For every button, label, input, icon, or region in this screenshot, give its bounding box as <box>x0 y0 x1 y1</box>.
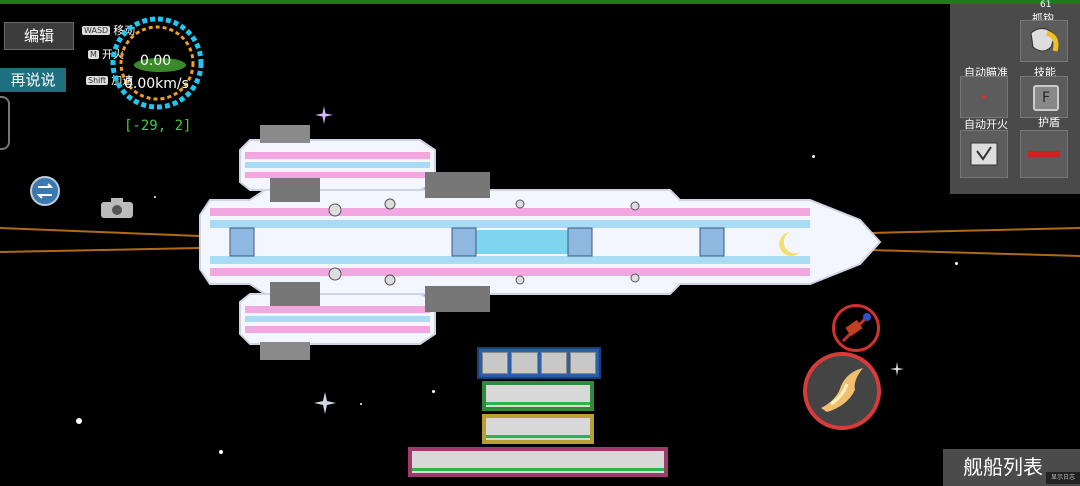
star <box>76 418 82 424</box>
weapon-hotbar[interactable] <box>477 347 601 379</box>
module-bar-yellow[interactable] <box>482 414 594 444</box>
module-bar-fill <box>412 451 664 473</box>
key-cap: Shift <box>86 75 109 85</box>
skill-button[interactable]: F <box>1020 76 1068 118</box>
star <box>219 450 223 454</box>
camera-icon[interactable] <box>100 198 134 218</box>
star <box>154 196 156 198</box>
speed-value: 0.00 <box>140 53 172 69</box>
say-again-button[interactable]: 再说说 <box>0 68 66 92</box>
star <box>955 262 958 265</box>
skill-label: 技能 <box>1034 66 1056 79</box>
auto-aim-label: 自动瞄准 <box>964 66 1008 79</box>
top-status-line <box>0 0 1080 4</box>
hotbar-slot[interactable] <box>540 352 567 374</box>
auto-fire-label: 自动开火 <box>964 118 1008 131</box>
player-battleship[interactable] <box>190 120 890 365</box>
edit-button[interactable]: 编辑 <box>4 22 74 50</box>
speedometer-ring <box>110 16 204 110</box>
auto-fire-button[interactable] <box>960 130 1008 178</box>
key-cap: M <box>88 49 99 59</box>
speed-readout: 0.00km/s <box>124 76 189 92</box>
sparkle-star <box>315 106 333 124</box>
log-toggle[interactable]: 显示日志 <box>1046 472 1080 484</box>
module-bar-fill <box>486 418 590 440</box>
shield-button[interactable] <box>1020 130 1068 178</box>
ability-panel: 抓钩 自动瞄准 技能 F 自动开火 护盾 <box>950 4 1080 194</box>
module-bar-magenta[interactable] <box>408 447 668 477</box>
flame-bird-icon <box>821 368 863 412</box>
sparkle-star <box>890 362 904 376</box>
enemy-target-marker[interactable] <box>832 304 880 352</box>
star <box>812 155 815 158</box>
sparkle-star <box>314 392 336 414</box>
star <box>432 390 435 393</box>
keyboard-f-icon: F <box>1033 85 1059 111</box>
shield-bar-icon <box>1028 151 1060 157</box>
module-bar-fill <box>486 385 590 407</box>
enemy-marker-icon <box>841 313 871 343</box>
shield-label: 护盾 <box>1038 116 1060 129</box>
auto-aim-button[interactable] <box>960 76 1008 118</box>
swap-arrows-icon[interactable] <box>30 176 60 206</box>
hotbar-slot[interactable] <box>511 352 538 374</box>
key-cap: WASD <box>82 25 111 35</box>
star <box>360 403 362 405</box>
hotbar-slot[interactable] <box>569 352 596 374</box>
module-bar-green[interactable] <box>482 381 594 411</box>
grab-hook-icon <box>1030 28 1059 52</box>
position-coords: [-29, 2] <box>124 118 192 134</box>
hotbar-slot[interactable] <box>482 352 509 374</box>
side-drawer-handle[interactable] <box>0 96 10 150</box>
fps-counter: 61 <box>1040 0 1052 10</box>
checkmark-screen-icon <box>970 142 998 166</box>
grab-hook-button[interactable] <box>1020 20 1068 62</box>
attack-button[interactable] <box>803 352 881 430</box>
crosshair-icon <box>982 95 986 99</box>
